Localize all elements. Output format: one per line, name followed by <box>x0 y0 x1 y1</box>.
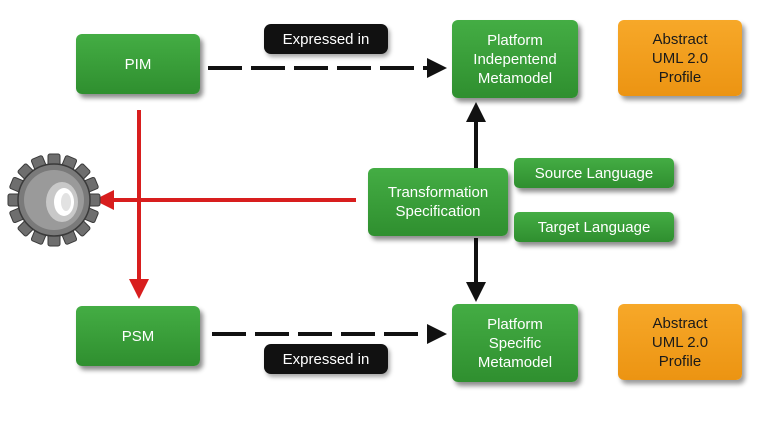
abstract-profile-top-box[interactable]: Abstract UML 2.0 Profile <box>618 20 742 96</box>
platform-specific-metamodel-box[interactable]: Platform Specific Metamodel <box>452 304 578 382</box>
gear-icon <box>7 153 101 247</box>
target-language-box[interactable]: Target Language <box>514 212 674 242</box>
platform-independent-metamodel-box[interactable]: Platform Indepentend Metamodel <box>452 20 578 98</box>
source-language-box[interactable]: Source Language <box>514 158 674 188</box>
transformation-specification-box[interactable]: Transformation Specification <box>368 168 508 236</box>
expressed-in-label-top: Expressed in <box>264 24 388 54</box>
abstract-profile-bottom-box[interactable]: Abstract UML 2.0 Profile <box>618 304 742 380</box>
psm-box[interactable]: PSM <box>76 306 200 366</box>
expressed-in-label-bottom: Expressed in <box>264 344 388 374</box>
pim-box[interactable]: PIM <box>76 34 200 94</box>
